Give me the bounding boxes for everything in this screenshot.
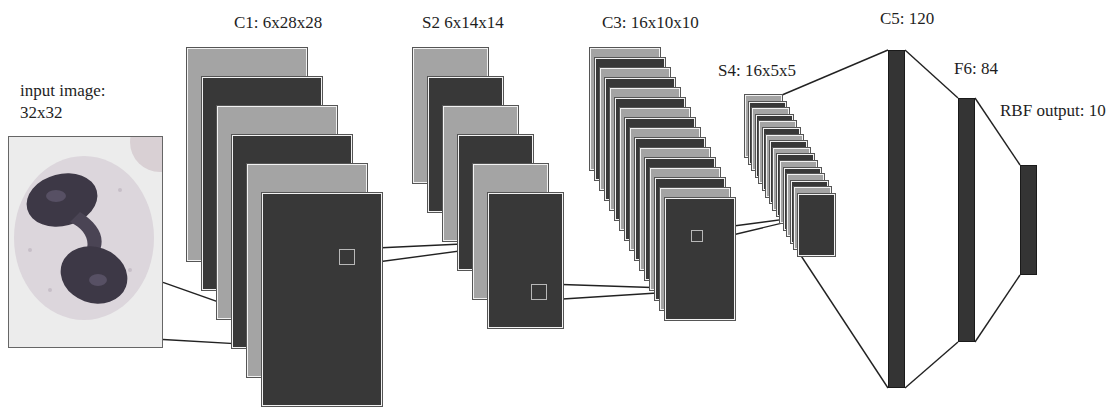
- layer-label: C5: 120: [878, 8, 936, 30]
- layer-bar: [958, 98, 975, 342]
- cell-image: [9, 137, 162, 347]
- layer-label: S2 6x14x14: [420, 12, 506, 34]
- layer-label: C1: 6x28x28: [232, 12, 324, 34]
- layer-node: S4: 16x5x5: [745, 95, 835, 256]
- layer-label: F6: 84: [952, 58, 1000, 80]
- connector: [975, 98, 1020, 342]
- projection-line: [801, 256, 888, 388]
- projection-line: [905, 50, 958, 98]
- layer-node: C1: 6x28x28: [187, 48, 382, 406]
- image-frame: [8, 136, 163, 348]
- layer-node: C3: 16x10x10: [590, 48, 735, 320]
- feature-map: [665, 198, 735, 320]
- receptive-field: [339, 249, 355, 265]
- projection-line: [905, 342, 958, 388]
- feature-map: [488, 193, 563, 328]
- layer-node: F6: 84: [958, 98, 975, 342]
- layer-node: RBF output: 10: [1020, 165, 1037, 275]
- layer-label: C3: 16x10x10: [600, 12, 701, 34]
- connector: [782, 50, 888, 388]
- feature-map: [798, 194, 835, 256]
- layer-label: RBF output: 10: [998, 100, 1108, 122]
- layer-node: C5: 120: [888, 50, 905, 388]
- connector: [905, 50, 958, 388]
- projection-line: [975, 275, 1020, 342]
- receptive-field: [691, 230, 703, 242]
- layer-label: input image: 32x32: [18, 80, 122, 124]
- layer-bar: [888, 50, 905, 388]
- layer-node: input image: 32x32: [8, 136, 163, 348]
- feature-map: [262, 193, 382, 406]
- layer-label: S4: 16x5x5: [716, 60, 798, 82]
- layer-node: S2 6x14x14: [413, 48, 563, 328]
- layer-bar: [1020, 165, 1037, 275]
- receptive-field: [531, 284, 547, 300]
